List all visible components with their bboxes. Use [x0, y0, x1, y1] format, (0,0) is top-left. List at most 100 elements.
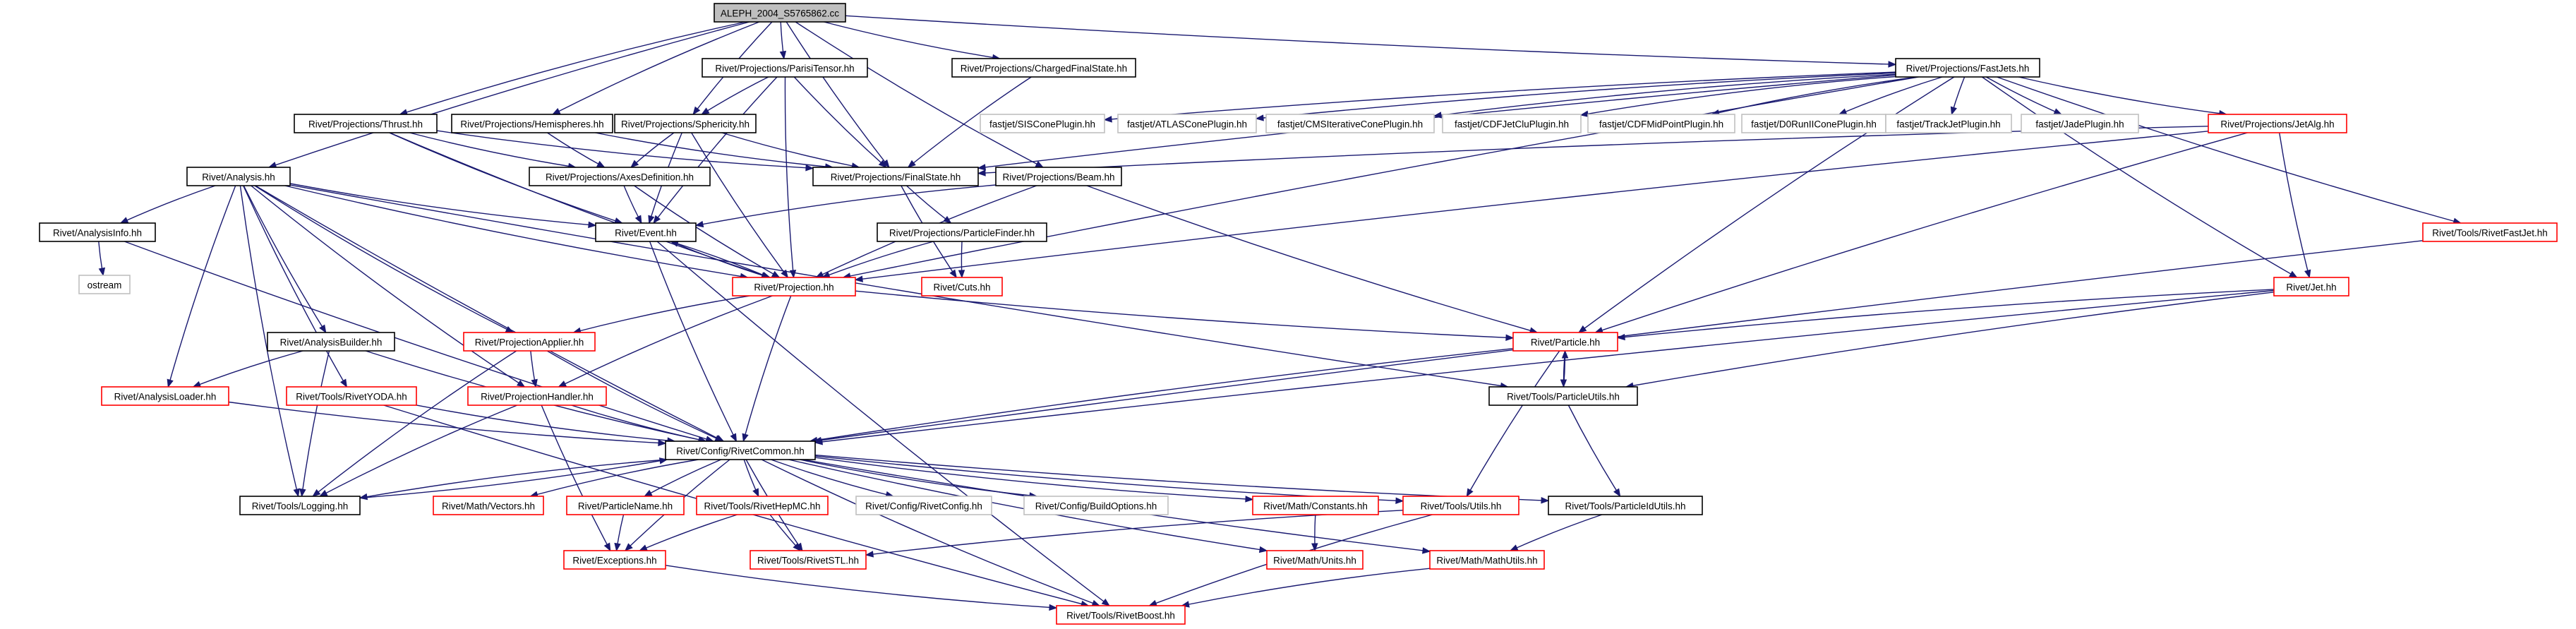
node-d0run[interactable]: fastjet/D0RunIIConePlugin.hh	[1741, 114, 1886, 133]
edge-analysisbuilder-to-logging	[301, 350, 330, 497]
node-label: Rivet/Math/Constants.hh	[1263, 501, 1368, 512]
node-siscone[interactable]: fastjet/SISConePlugin.hh	[980, 114, 1105, 133]
node-label: ALEPH_2004_S5765862.cc	[721, 8, 839, 19]
node-logging[interactable]: Rivet/Tools/Logging.hh	[239, 496, 361, 515]
edge-event-to-rivetcommon	[649, 241, 738, 442]
edge-analysis-to-analysisinfo	[120, 185, 216, 224]
arrowhead-rivetcommon-to-toolsutils	[1395, 497, 1404, 505]
node-box	[39, 222, 156, 242]
node-units[interactable]: Rivet/Math/Units.hh	[1266, 550, 1364, 570]
node-particleutils[interactable]: Rivet/Tools/ParticleUtils.hh	[1488, 386, 1638, 406]
edge-root-to-chargedfs	[824, 21, 1000, 59]
edge-analysis-to-analysisbuilder	[243, 185, 327, 333]
node-buildoptions[interactable]: Rivet/Config/BuildOptions.hh	[1023, 496, 1169, 515]
arrowhead-root-to-sphericity	[692, 106, 701, 116]
edge-fastjets-to-particle	[1578, 76, 1955, 333]
node-box	[1252, 496, 1379, 515]
node-box	[1266, 550, 1364, 570]
node-sphericity[interactable]: Rivet/Projections/Sphericity.hh	[614, 114, 757, 133]
node-atlascone[interactable]: fastjet/ATLASConePlugin.hh	[1117, 114, 1257, 133]
node-analysisbuilder[interactable]: Rivet/AnalysisBuilder.hh	[267, 332, 395, 352]
node-box	[2208, 114, 2347, 133]
node-beam[interactable]: Rivet/Projections/Beam.hh	[995, 167, 1122, 186]
node-rivetstl[interactable]: Rivet/Tools/RivetSTL.hh	[750, 550, 867, 570]
node-jet[interactable]: Rivet/Jet.hh	[2273, 277, 2349, 296]
node-root[interactable]: ALEPH_2004_S5765862.cc	[714, 3, 846, 23]
node-event[interactable]: Rivet/Event.hh	[595, 222, 697, 242]
node-label: Rivet/Jet.hh	[2286, 282, 2336, 293]
edge-analysisinfo-to-rivetcommon	[124, 241, 714, 442]
node-mathutils[interactable]: Rivet/Math/MathUtils.hh	[1429, 550, 1545, 570]
arrowhead-finalstate-to-cuts	[949, 269, 957, 279]
edges-layer	[98, 15, 2462, 611]
node-axesdef[interactable]: Rivet/Projections/AxesDefinition.hh	[529, 167, 711, 186]
arrowhead-axesdef-to-projection	[771, 270, 781, 278]
node-hemispheres[interactable]: Rivet/Projections/Hemispheres.hh	[451, 114, 613, 133]
node-jadeplugin[interactable]: fastjet/JadePlugin.hh	[2021, 114, 2139, 133]
node-rivetfastjet[interactable]: Rivet/Tools/RivetFastJet.hh	[2422, 222, 2558, 242]
node-label: Rivet/Projections/ChargedFinalState.hh	[961, 64, 1127, 74]
node-cmsiter[interactable]: fastjet/CMSIterativeConePlugin.hh	[1265, 114, 1435, 133]
node-fastjets[interactable]: Rivet/Projections/FastJets.hh	[1895, 58, 2040, 78]
edge-jetalg-to-particle	[1595, 132, 2248, 333]
edge-hemispheres-to-axesdef	[547, 132, 605, 168]
node-cdfjetclu[interactable]: fastjet/CDFJetCluPlugin.hh	[1442, 114, 1582, 133]
edge-projhandler-to-rivetcommon	[571, 405, 706, 442]
node-particleidutils[interactable]: Rivet/Tools/ParticleIdUtils.hh	[1548, 496, 1703, 515]
node-ostream[interactable]: ostream	[78, 275, 131, 294]
node-cdfmid[interactable]: fastjet/CDFMidPointPlugin.hh	[1587, 114, 1735, 133]
node-box	[286, 386, 417, 406]
node-rivetboost[interactable]: Rivet/Tools/RivetBoost.hh	[1056, 605, 1186, 625]
node-box	[2021, 114, 2139, 133]
edge-rivetfastjet-to-rivetcommon	[814, 240, 2424, 442]
node-rivetcommon[interactable]: Rivet/Config/RivetCommon.hh	[665, 441, 816, 460]
node-box	[2422, 222, 2558, 242]
node-label: Rivet/Exceptions.hh	[572, 556, 656, 566]
node-label: Rivet/Event.hh	[615, 228, 677, 239]
node-thrust[interactable]: Rivet/Projections/Thrust.hh	[294, 114, 438, 133]
node-label: Rivet/Projections/Hemispheres.hh	[460, 119, 603, 130]
edge-jetalg-to-projection	[855, 131, 2209, 281]
node-particle[interactable]: Rivet/Particle.hh	[1512, 332, 1618, 352]
node-particlename[interactable]: Rivet/ParticleName.hh	[566, 496, 685, 515]
node-jetalg[interactable]: Rivet/Projections/JetAlg.hh	[2208, 114, 2347, 133]
node-label: Rivet/Tools/RivetSTL.hh	[757, 556, 859, 566]
node-finalstate[interactable]: Rivet/Projections/FinalState.hh	[812, 167, 979, 186]
node-label: fastjet/CDFMidPointPlugin.hh	[1599, 119, 1723, 130]
node-particlefinder[interactable]: Rivet/Projections/ParticleFinder.hh	[877, 222, 1047, 242]
node-paritytensor[interactable]: Rivet/Projections/ParisiTensor.hh	[702, 58, 868, 78]
node-analysisloader[interactable]: Rivet/AnalysisLoader.hh	[101, 386, 229, 406]
node-rivetyoda[interactable]: Rivet/Tools/RivetYODA.hh	[286, 386, 417, 406]
edge-rivetcommon-to-constants	[814, 457, 1253, 501]
node-projapplier[interactable]: Rivet/ProjectionApplier.hh	[463, 332, 596, 352]
node-rivetconfig[interactable]: Rivet/Config/RivetConfig.hh	[855, 496, 992, 515]
node-toolsutils[interactable]: Rivet/Tools/Utils.hh	[1402, 496, 1519, 515]
edge-jet-to-rivetcommon	[814, 289, 2275, 443]
node-exceptions[interactable]: Rivet/Exceptions.hh	[563, 550, 666, 570]
node-box	[595, 222, 697, 242]
edge-event-to-projection	[670, 241, 769, 278]
edge-sphericity-to-axesdef	[630, 132, 675, 168]
node-box	[732, 277, 856, 296]
node-label: Rivet/Tools/RivetBoost.hh	[1066, 611, 1175, 621]
node-trackjet[interactable]: fastjet/TrackJetPlugin.hh	[1885, 114, 2012, 133]
edge-projhandler-to-exceptions	[541, 405, 611, 551]
arrowhead-jetalg-to-projection	[854, 275, 863, 282]
node-label: Rivet/Tools/ParticleIdUtils.hh	[1565, 501, 1685, 512]
node-box	[1265, 114, 1435, 133]
node-analysis[interactable]: Rivet/Analysis.hh	[186, 167, 291, 186]
node-cuts[interactable]: Rivet/Cuts.hh	[921, 277, 1003, 296]
edge-root-to-thrust	[399, 21, 746, 115]
node-vectors[interactable]: Rivet/Math/Vectors.hh	[433, 496, 544, 515]
node-projection[interactable]: Rivet/Projection.hh	[732, 277, 856, 296]
node-box	[1442, 114, 1582, 133]
node-projhandler[interactable]: Rivet/ProjectionHandler.hh	[467, 386, 607, 406]
node-label: Rivet/ProjectionApplier.hh	[475, 337, 584, 348]
node-chargedfs[interactable]: Rivet/Projections/ChargedFinalState.hh	[951, 58, 1136, 78]
node-rivethepmc[interactable]: Rivet/Tools/RivetHepMC.hh	[696, 496, 829, 515]
arrowhead-fastjets-to-finalstate	[977, 164, 986, 171]
node-constants[interactable]: Rivet/Math/Constants.hh	[1252, 496, 1379, 515]
node-analysisinfo[interactable]: Rivet/AnalysisInfo.hh	[39, 222, 156, 242]
node-box	[1023, 496, 1169, 515]
node-box	[696, 496, 829, 515]
